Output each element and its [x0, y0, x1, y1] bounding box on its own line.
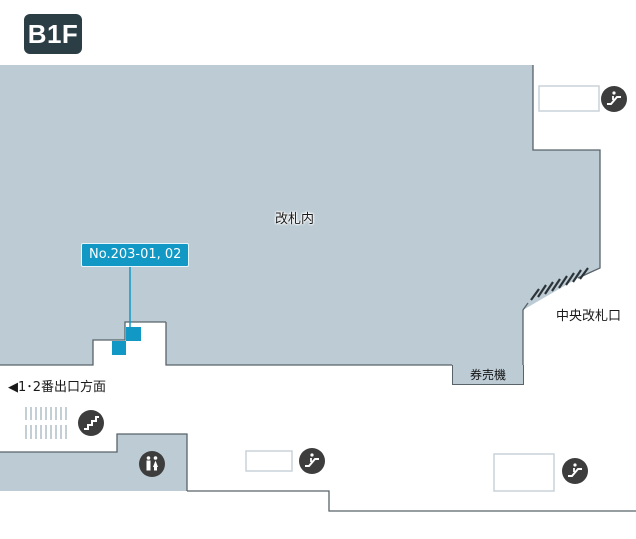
- escalator-icon[interactable]: [601, 86, 627, 112]
- central-gate-label: 中央改札口: [556, 309, 622, 324]
- ticket-machines[interactable]: 券売機: [452, 365, 524, 385]
- floor-badge: B1F: [24, 14, 82, 54]
- lower-left-area: [0, 434, 187, 491]
- escalator-icon[interactable]: [299, 448, 325, 474]
- exit-direction-label[interactable]: ◀1･2番出口方面: [8, 380, 107, 395]
- shop-unit-01[interactable]: [126, 327, 141, 341]
- escalator-icon[interactable]: [562, 458, 588, 484]
- inside-gates-label: 改札内: [275, 212, 315, 227]
- stairs-hatch: [25, 407, 67, 439]
- inside-gates-area[interactable]: [0, 65, 600, 365]
- stairs-icon[interactable]: [78, 410, 104, 436]
- shop-unit-02[interactable]: [112, 341, 126, 355]
- restroom-icon[interactable]: [139, 451, 165, 477]
- shop-tag[interactable]: No.203-01, 02: [81, 243, 190, 267]
- ticket-machines-label: 券売機: [469, 368, 506, 382]
- ticket-gates: [530, 267, 589, 301]
